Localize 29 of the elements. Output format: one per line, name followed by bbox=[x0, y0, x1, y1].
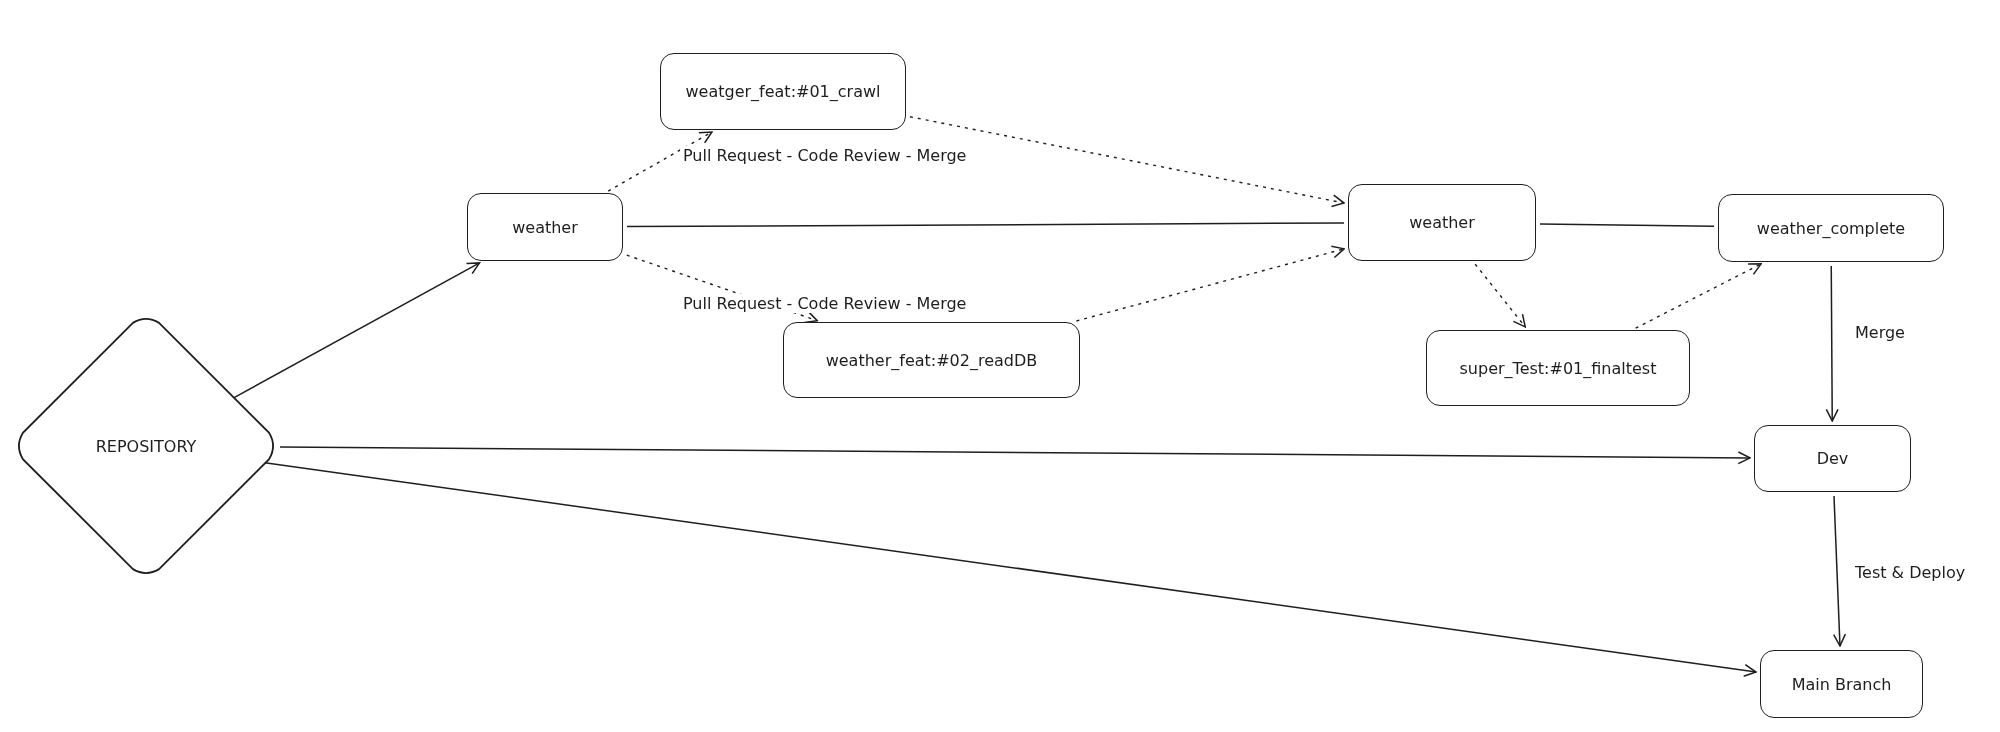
arrow bbox=[1075, 245, 1345, 322]
arrow bbox=[1634, 263, 1762, 329]
node-label: weather bbox=[1409, 213, 1475, 232]
node-label: Dev bbox=[1816, 449, 1849, 468]
branch-box bbox=[1348, 184, 1536, 261]
decision-diamond bbox=[15, 315, 277, 577]
branch-box bbox=[1426, 330, 1690, 406]
arrow bbox=[279, 446, 1751, 465]
branch-box bbox=[1718, 194, 1944, 262]
branch-box bbox=[1754, 425, 1911, 492]
connector-line bbox=[626, 222, 1345, 228]
node-label: weather bbox=[512, 217, 578, 237]
branch-box bbox=[783, 322, 1080, 398]
node-label: weather_feat:#02_readDB bbox=[825, 350, 1038, 370]
branch-box bbox=[660, 53, 906, 130]
arrow bbox=[909, 116, 1345, 208]
branch-box bbox=[1760, 650, 1923, 718]
arrow bbox=[607, 131, 713, 192]
node-label: super_Test:#01_finaltest bbox=[1459, 358, 1657, 378]
connector-line bbox=[1539, 223, 1715, 228]
arrow bbox=[1474, 263, 1526, 328]
arrow bbox=[233, 262, 481, 399]
node-label: weatger_feat:#01_crawl bbox=[685, 82, 881, 101]
node-label: weather_complete bbox=[1756, 218, 1906, 238]
branch-box bbox=[467, 193, 623, 261]
node-label: Main Branch bbox=[1791, 674, 1892, 694]
node-label: REPOSITORY bbox=[95, 436, 197, 456]
arrow bbox=[1825, 265, 1839, 422]
arrow bbox=[1832, 495, 1847, 647]
